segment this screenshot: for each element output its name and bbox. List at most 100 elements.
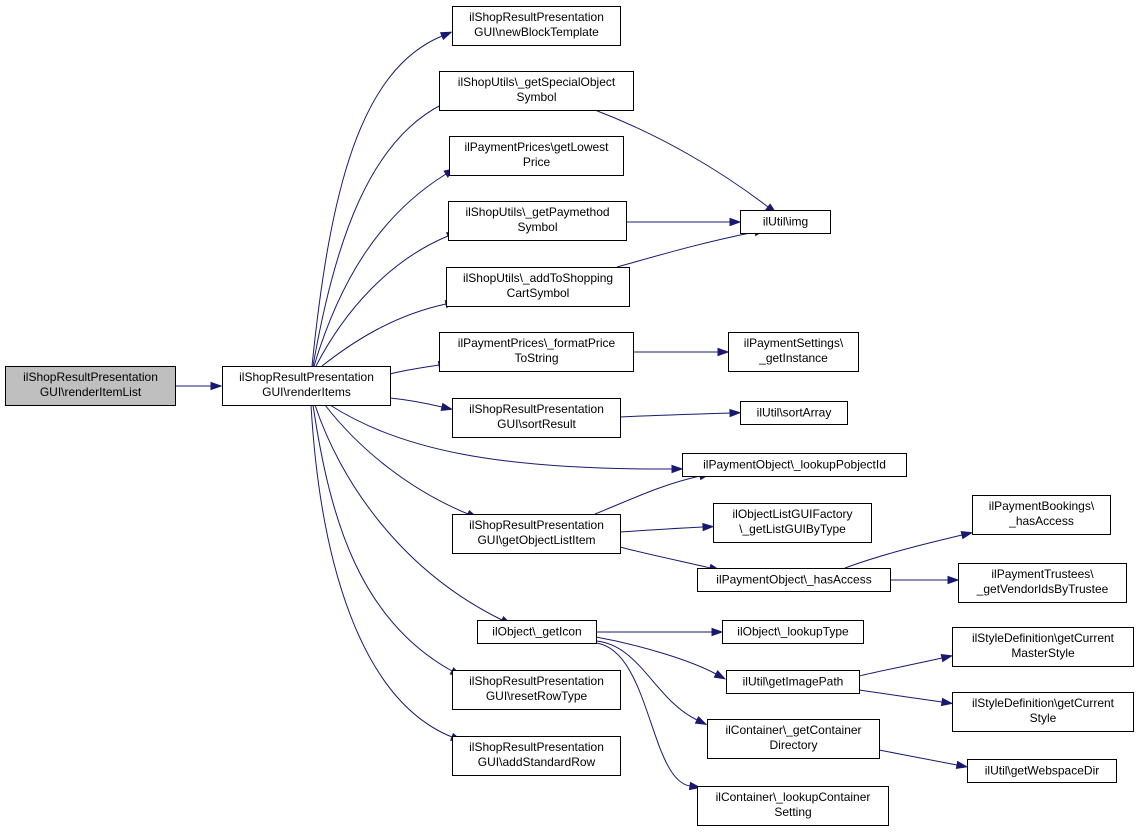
node-getWebspaceDir[interactable]: ilUtil\getWebspaceDir: [967, 759, 1117, 783]
edge-hasAccess-to-getVendorIdsByTrustee: [890, 575, 960, 585]
edge-renderItems-to-addToShoppingCartSymbol: [321, 299, 458, 367]
node-label: Directory: [769, 738, 817, 752]
edge-sortResult-to-sortArray: [619, 408, 742, 418]
node-label: ilStyleDefinition\getCurrent: [972, 696, 1115, 710]
node-root[interactable]: ilShopResultPresentationGUI\renderItemLi…: [5, 366, 176, 406]
edge-root-to-renderItems: [175, 381, 223, 391]
edge-addToShoppingCartSymbol-to-img: [616, 227, 767, 268]
edge-renderItems-to-getSpecialObjectSymbol: [312, 98, 454, 367]
node-lookupType[interactable]: ilObject\_lookupType: [722, 620, 864, 644]
node-img[interactable]: ilUtil\img: [740, 210, 831, 234]
node-bookingsHasAccess[interactable]: ilPaymentBookings\_hasAccess: [972, 495, 1111, 535]
node-label: ilShopUtils\_addToShopping: [463, 271, 613, 285]
node-getObjectListItem[interactable]: ilShopResultPresentationGUI\getObjectLis…: [452, 514, 621, 554]
edge-renderItems-to-addStandardRow: [310, 404, 463, 742]
node-label: GUI\sortResult: [497, 417, 576, 431]
node-label: ilShopUtils\_getPaymethod: [465, 205, 609, 219]
node-label: ilPaymentObject\_lookupPobjectId: [703, 458, 886, 472]
node-label: CartSymbol: [507, 286, 570, 300]
edge-getIcon-to-lookupType: [595, 627, 724, 637]
edge-renderItems-to-newBlockTemplate: [311, 31, 453, 367]
node-label: GUI\getObjectListItem: [477, 533, 595, 547]
node-getVendorIdsByTrustee[interactable]: ilPaymentTrustees\_getVendorIdsByTrustee: [958, 563, 1127, 603]
node-newBlockTemplate[interactable]: ilShopResultPresentationGUI\newBlockTemp…: [452, 6, 621, 46]
edge-getIcon-to-getContainerDirectory: [595, 640, 708, 725]
edge-renderItems-to-sortResult: [389, 397, 454, 411]
node-label: ilObject\_getIcon: [492, 625, 581, 639]
node-label: GUI\renderItemList: [40, 385, 142, 399]
edge-formatPriceToString-to-getInstance: [632, 347, 730, 357]
node-label: ilPaymentSettings\: [744, 336, 844, 350]
node-label: ilUtil\sortArray: [757, 406, 832, 420]
node-getImagePath[interactable]: ilUtil\getImagePath: [726, 670, 860, 694]
edge-getIcon-to-getImagePath: [595, 636, 727, 680]
edge-renderItems-to-getPaymethodSymbol: [315, 231, 459, 367]
node-getInstance[interactable]: ilPaymentSettings\_getInstance: [728, 332, 859, 372]
node-label: GUI\addStandardRow: [478, 755, 596, 769]
edge-hasAccess-to-bookingsHasAccess: [844, 531, 974, 569]
node-label: ilUtil\getImagePath: [743, 675, 844, 689]
node-getIcon[interactable]: ilObject\_getIcon: [477, 620, 597, 644]
node-label: Style: [1030, 711, 1057, 725]
call-nodes: ilShopResultPresentationGUI\renderItemLi…: [5, 6, 1134, 826]
node-label: Symbol: [517, 220, 557, 234]
node-label: GUI\newBlockTemplate: [474, 25, 599, 39]
node-label: ilShopResultPresentation: [469, 518, 604, 532]
node-label: ilObjectListGUIFactory: [732, 507, 852, 521]
node-label: ilPaymentPrices\getLowest: [464, 140, 609, 154]
node-label: GUI\renderItems: [262, 385, 351, 399]
edge-getImagePath-to-getCurrentMasterStyle: [858, 654, 954, 677]
edge-getImagePath-to-getCurrentStyle: [858, 689, 954, 707]
node-label: _getVendorIdsByTrustee: [976, 582, 1109, 596]
edge-getContainerDirectory-to-getWebspaceDir: [878, 749, 969, 770]
edge-getObjectListItem-to-lookupPobjectId: [594, 472, 712, 515]
node-label: _getInstance: [758, 351, 828, 365]
node-label: ilShopResultPresentation: [469, 674, 604, 688]
edge-renderItems-to-lookupPobjectId: [329, 404, 684, 474]
edge-getObjectListItem-to-getListGUIByType: [619, 522, 715, 533]
node-label: ilObject\_lookupType: [737, 625, 849, 639]
node-label: ilContainer\_getContainer: [725, 723, 861, 737]
node-lookupPobjectId[interactable]: ilPaymentObject\_lookupPobjectId: [682, 453, 907, 477]
node-getListGUIByType[interactable]: ilObjectListGUIFactory\_getListGUIByType: [713, 503, 872, 543]
node-label: Price: [523, 155, 551, 169]
edge-getObjectListItem-to-hasAccess: [619, 546, 722, 572]
node-sortArray[interactable]: ilUtil\sortArray: [740, 401, 848, 425]
node-label: MasterStyle: [1011, 646, 1075, 660]
node-label: _hasAccess: [1008, 514, 1074, 528]
node-label: GUI\resetRowType: [486, 689, 588, 703]
edge-getPaymethodSymbol-to-img: [626, 217, 742, 227]
node-label: ilPaymentTrustees\: [991, 567, 1094, 581]
node-label: ilUtil\img: [763, 215, 808, 229]
node-label: \_getListGUIByType: [739, 522, 846, 536]
node-label: ilContainer\_lookupContainer: [716, 790, 871, 804]
node-label: ilShopResultPresentation: [469, 740, 604, 754]
node-label: ilUtil\getWebspaceDir: [985, 764, 1100, 778]
node-hasAccess[interactable]: ilPaymentObject\_hasAccess: [697, 568, 891, 592]
node-label: ilShopResultPresentation: [469, 402, 604, 416]
node-label: ilShopResultPresentation: [239, 370, 374, 384]
node-label: Symbol: [516, 90, 556, 104]
node-label: ilPaymentBookings\: [989, 499, 1095, 513]
edge-renderItems-to-resetRowType: [312, 404, 463, 677]
node-addStandardRow[interactable]: ilShopResultPresentationGUI\addStandardR…: [452, 736, 621, 776]
node-label: ilPaymentObject\_hasAccess: [716, 573, 871, 587]
node-label: ilPaymentPrices\_formatPrice: [458, 336, 616, 350]
node-label: ilShopResultPresentation: [23, 370, 158, 384]
node-label: ToString: [514, 351, 558, 365]
node-label: Setting: [774, 805, 811, 819]
node-label: ilShopUtils\_getSpecialObject: [458, 75, 616, 89]
